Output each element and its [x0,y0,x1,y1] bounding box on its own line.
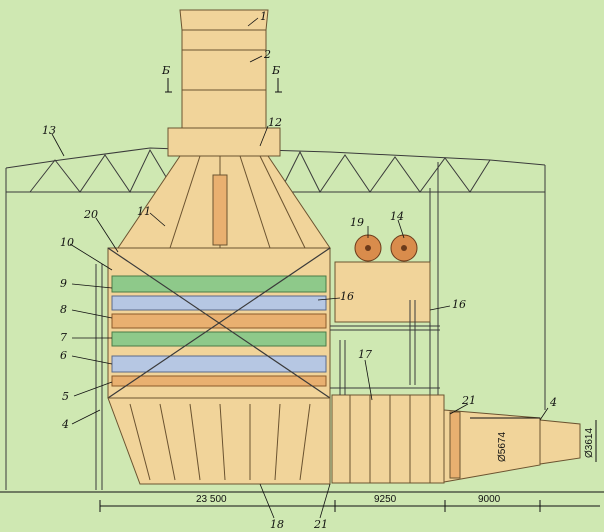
callout-19: 19 [350,216,364,229]
callout-12: 12 [268,116,282,129]
callout-16-right: 16 [452,298,466,311]
mid-duct [331,394,445,484]
dim-main-width: 23 500 [196,494,227,505]
callout-7: 7 [60,331,67,344]
dim-diameter-large: Ø5674 [497,432,508,462]
upper-cone [117,155,331,249]
callout-8: 8 [60,303,67,316]
roof-truss [5,147,546,490]
callout-20: 20 [83,208,98,221]
dim-mid-width: 9250 [374,494,397,505]
callout-18: 18 [270,518,284,531]
chimney [165,9,282,157]
callout-16-upper: 16 [340,290,354,303]
callout-21-bottom: 21 [313,518,328,531]
dimension-lines [0,417,604,512]
callout-17: 17 [358,348,372,361]
callout-labels: 1 2 Б Б 12 13 11 20 10 19 14 9 16 8 16 7… [42,10,557,531]
outlet-diffuser [443,409,581,483]
leader-lines [51,17,549,519]
main-casing [95,247,331,490]
callout-13: 13 [42,124,56,137]
callout-1: 1 [260,10,267,23]
callout-10: 10 [60,236,74,249]
callout-5: 5 [62,390,69,403]
callout-14: 14 [390,210,404,223]
callout-21-right: 21 [461,394,476,407]
callout-4-left: 4 [61,418,69,431]
section-mark-left: Б [161,64,170,77]
side-ducts [330,261,440,395]
callout-2: 2 [263,48,271,61]
callout-9: 9 [60,277,67,290]
section-mark-right: Б [271,64,280,77]
lower-hopper [107,397,331,485]
dim-right-width: 9000 [478,494,501,505]
callout-6: 6 [60,349,67,362]
callout-11: 11 [137,205,151,218]
fans [354,234,418,262]
dim-diameter-small: Ø3614 [584,428,595,458]
dimension-labels: 23 500 9250 9000 Ø5674 Ø3614 [196,428,595,505]
callout-4-right: 4 [549,396,557,409]
